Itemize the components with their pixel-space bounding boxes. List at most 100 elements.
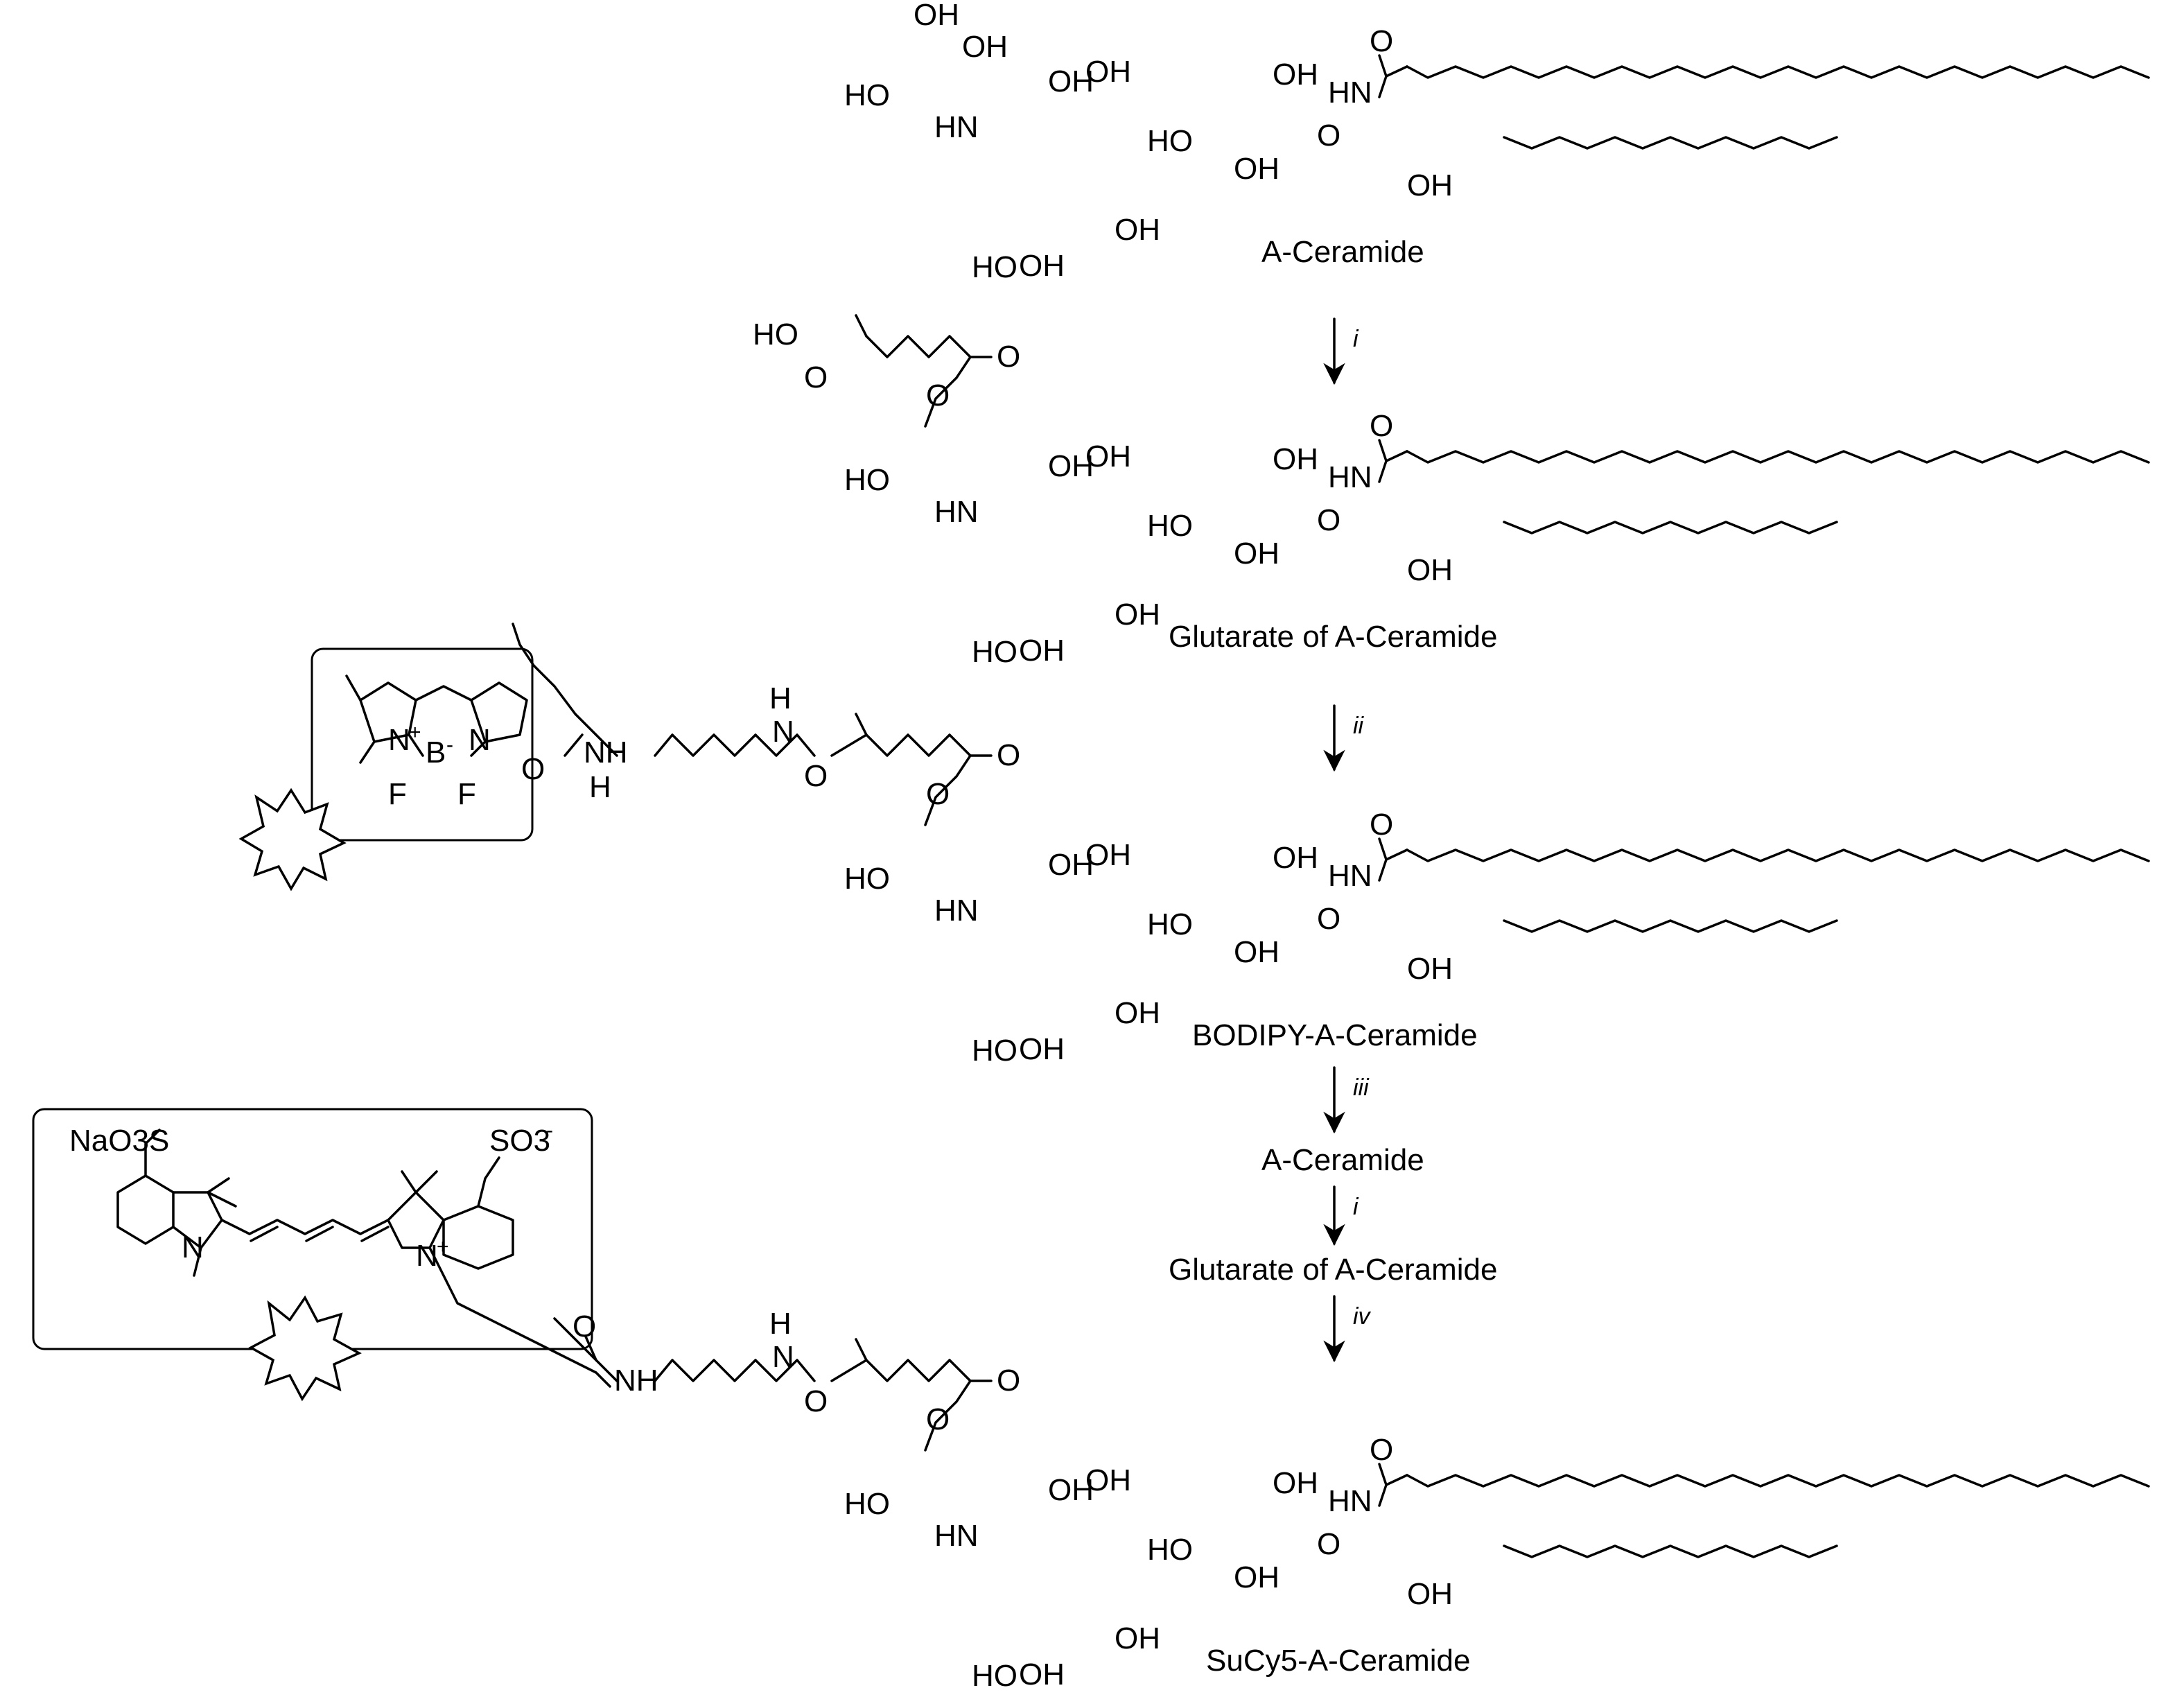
label-h: H bbox=[589, 770, 611, 804]
label-oh: OH bbox=[1115, 598, 1160, 632]
label-oh: OH bbox=[1273, 58, 1318, 92]
label-oh: OH bbox=[1085, 1463, 1131, 1497]
label-oh: OH bbox=[1234, 152, 1279, 186]
sucy5-dye-box: NaO3S SO3 - N N + bbox=[32, 1108, 611, 1402]
label-o: O bbox=[997, 1364, 1020, 1398]
label-oh: OH bbox=[1407, 952, 1453, 986]
caption-glutarate: Glutarate of A-Ceramide bbox=[1169, 620, 1497, 654]
label-oh: OH bbox=[1085, 55, 1131, 89]
label-o: O bbox=[1317, 902, 1340, 936]
label-oh: OH bbox=[1273, 1466, 1318, 1500]
label-nh: NH bbox=[584, 736, 628, 769]
label-o: O bbox=[1370, 1433, 1393, 1467]
molecule-a-ceramide: OH OH HO OH OH OH HO OH HN O HN O OH OH … bbox=[844, 0, 2150, 284]
label-n-plus: N bbox=[388, 723, 410, 757]
label-h: H bbox=[769, 1307, 792, 1341]
plus-sign: + bbox=[409, 721, 421, 744]
caption-sucy5: SuCy5-A-Ceramide bbox=[1206, 1644, 1470, 1678]
label-oh: OH bbox=[1115, 1621, 1160, 1655]
label-oh: OH bbox=[1407, 168, 1453, 202]
step-label: i bbox=[1353, 326, 1359, 352]
label-ho: HO bbox=[1147, 124, 1193, 158]
label-oh: OH bbox=[1048, 449, 1094, 483]
label-oh: OH bbox=[1019, 1657, 1065, 1691]
label-hn: HN bbox=[934, 495, 979, 529]
fluorophore-star-icon bbox=[238, 787, 347, 891]
label-ho: HO bbox=[972, 1659, 1017, 1693]
label-o: O bbox=[1317, 119, 1340, 153]
label-oh: OH bbox=[1085, 440, 1131, 473]
label-oh: OH bbox=[1085, 838, 1131, 872]
label-oh: OH bbox=[1234, 1560, 1279, 1594]
label-n: N bbox=[182, 1230, 204, 1264]
label-ho: HO bbox=[1147, 509, 1193, 543]
label-oh: OH bbox=[1019, 249, 1065, 283]
plus-sign: + bbox=[437, 1235, 449, 1258]
step-label: ii bbox=[1353, 713, 1365, 739]
label-oh: OH bbox=[1273, 841, 1318, 875]
label-ho: HO bbox=[844, 78, 890, 112]
label-oh: OH bbox=[1407, 1577, 1453, 1611]
label-hn: HN bbox=[934, 110, 979, 144]
label-f: F bbox=[388, 777, 407, 811]
label-ho: HO bbox=[1147, 907, 1193, 941]
label-o: O bbox=[926, 777, 950, 811]
label-o: O bbox=[1317, 1527, 1340, 1561]
label-n-plus: N bbox=[416, 1239, 438, 1273]
label-hn: HN bbox=[1328, 76, 1372, 110]
label-oh: OH bbox=[1115, 996, 1160, 1030]
caption-bodipy: BODIPY-A-Ceramide bbox=[1192, 1018, 1478, 1052]
label-so3: SO3 bbox=[489, 1124, 550, 1158]
label-o: O bbox=[804, 1384, 828, 1418]
label-oh: OH bbox=[1115, 213, 1160, 247]
minus-sign: - bbox=[546, 1119, 553, 1142]
label-o: O bbox=[997, 340, 1020, 374]
label-o: O bbox=[804, 360, 828, 394]
label-h: H bbox=[769, 681, 792, 715]
label-o: O bbox=[1370, 808, 1393, 842]
label-o: O bbox=[1370, 409, 1393, 443]
label-hn: HN bbox=[934, 1519, 979, 1553]
label-f: F bbox=[457, 777, 476, 811]
label-hn: HN bbox=[1328, 1484, 1372, 1518]
label-hn: HN bbox=[1328, 859, 1372, 893]
label-ho-acid: HO bbox=[753, 317, 798, 351]
label-oh: OH bbox=[1048, 848, 1094, 882]
caption-glutarate-2: Glutarate of A-Ceramide bbox=[1169, 1253, 1497, 1287]
label-o: O bbox=[997, 738, 1020, 772]
molecule-glutarate: O O HO O HO OH OH OH HO OH HN O HN O OH … bbox=[753, 314, 2150, 669]
label-oh: OH bbox=[1048, 64, 1094, 98]
label-hn: HN bbox=[1328, 460, 1372, 494]
label-ho: HO bbox=[972, 635, 1017, 669]
label-ho: HO bbox=[1147, 1533, 1193, 1567]
label-o: O bbox=[926, 378, 950, 412]
label-oh: OH bbox=[1407, 553, 1453, 587]
caption-a-ceramide: A-Ceramide bbox=[1261, 235, 1424, 269]
label-o: O bbox=[1370, 24, 1393, 58]
label-oh: OH bbox=[1019, 634, 1065, 668]
bodipy-dye-box: N + B - N F F bbox=[238, 647, 534, 891]
label-ho: HO bbox=[844, 463, 890, 497]
step-label: iv bbox=[1353, 1303, 1372, 1330]
molecule-bodipy-a-ceramide: O O O H N NH H O HO OH OH OH HO OH HN O … bbox=[513, 623, 2150, 1068]
label-oh: OH bbox=[962, 30, 1008, 64]
label-hn: HN bbox=[934, 894, 979, 928]
fluorophore-star-icon bbox=[248, 1295, 362, 1402]
label-nao3s: NaO3S bbox=[69, 1124, 169, 1158]
label-nh: NH bbox=[614, 1364, 658, 1398]
label-oh: OH bbox=[1273, 442, 1318, 476]
label-o: O bbox=[926, 1402, 950, 1436]
label-ho: HO bbox=[844, 1487, 890, 1521]
label-oh: OH bbox=[1234, 935, 1279, 969]
label-oh: OH bbox=[1234, 537, 1279, 571]
label-o: O bbox=[804, 759, 828, 793]
caption-a-ceramide-2: A-Ceramide bbox=[1261, 1143, 1424, 1177]
label-oh: OH bbox=[914, 0, 959, 32]
label-oh: OH bbox=[1019, 1032, 1065, 1066]
label-n: N bbox=[772, 715, 794, 749]
label-n: N bbox=[772, 1340, 794, 1374]
step-label: i bbox=[1353, 1194, 1359, 1220]
label-b: B bbox=[426, 736, 446, 769]
label-oh: OH bbox=[1048, 1473, 1094, 1507]
